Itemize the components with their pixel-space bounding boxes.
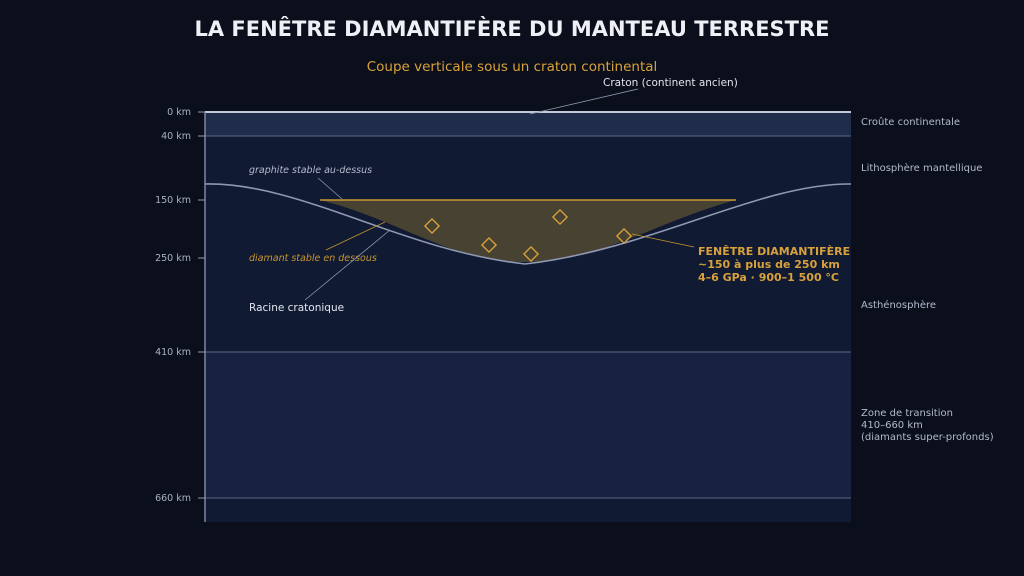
layer-label-crust: Croûte continentale xyxy=(861,116,960,128)
diamond-icons xyxy=(423,208,633,263)
window-label-line-3: 4–6 GPa · 900–1 500 °C xyxy=(698,271,839,284)
root-label: Racine cratonique xyxy=(249,302,344,314)
transition-zone-line-2: 410–660 km xyxy=(861,420,923,431)
transition-zone-line-3: (diamants super-profonds) xyxy=(861,432,994,443)
layer-label-transition-zone: Zone de transition 410–660 km (diamants … xyxy=(861,408,994,443)
root-leader-line xyxy=(304,229,391,301)
craton-label: Craton (continent ancien) xyxy=(603,77,738,89)
graphite-leader-line xyxy=(317,177,343,200)
layer-label-lithosphere: Lithosphère mantellique xyxy=(861,162,982,174)
diamond-label: diamant stable en dessous xyxy=(249,253,377,264)
depth-label-660km: 660 km xyxy=(155,493,191,504)
depth-label-410km: 410 km xyxy=(155,347,191,358)
craton-leader-line xyxy=(529,88,639,115)
diamond-icon xyxy=(551,208,569,226)
diamond-icon xyxy=(615,227,633,245)
graphite-label: graphite stable au-dessus xyxy=(249,165,372,176)
depth-label-250km: 250 km xyxy=(155,253,191,264)
diamond-icon xyxy=(480,236,498,254)
window-leader-line xyxy=(631,233,695,248)
depth-ticks xyxy=(198,111,205,499)
depth-label-0km: 0 km xyxy=(167,107,191,118)
diamond-icon xyxy=(423,217,441,235)
window-label-line-1: FENÊTRE DIAMANTIFÈRE xyxy=(698,245,850,258)
transition-zone-band xyxy=(205,352,851,498)
depth-label-150km: 150 km xyxy=(155,195,191,206)
transition-zone-line-1: Zone de transition xyxy=(861,408,953,419)
lower-mantle-band xyxy=(205,498,851,522)
window-label-line-2: ~150 à plus de 250 km xyxy=(698,258,840,271)
diagram-subtitle: Coupe verticale sous un craton continent… xyxy=(367,59,658,75)
diamond-window-zone xyxy=(320,200,736,262)
diamond-leader-line xyxy=(325,221,386,251)
diagram-title: LA FENÊTRE DIAMANTIFÈRE DU MANTEAU TERRE… xyxy=(194,16,829,41)
diamond-window-label: FENÊTRE DIAMANTIFÈRE ~150 à plus de 250 … xyxy=(698,245,854,284)
layer-label-asthenosphere: Asthénosphère xyxy=(861,299,936,311)
diamond-icon xyxy=(522,245,540,263)
depth-label-40km: 40 km xyxy=(161,131,191,142)
cratonic-root-curve xyxy=(204,183,852,265)
crust-band xyxy=(205,112,851,136)
